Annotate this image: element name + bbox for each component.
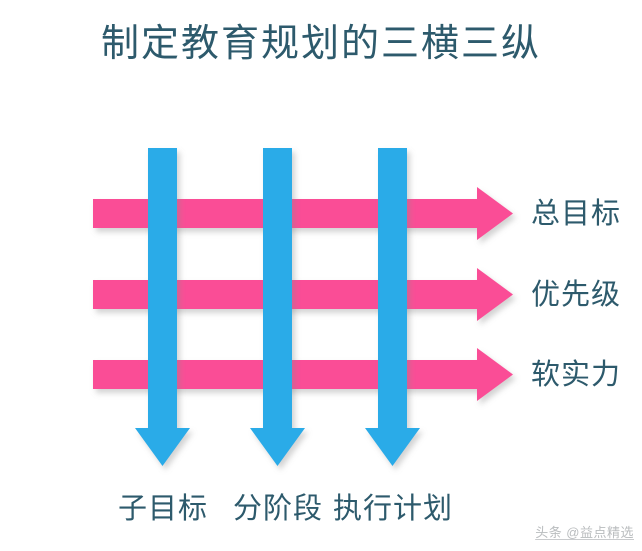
horizontal-arrow-row-0 [93, 187, 513, 240]
row-label-priority: 优先级 [531, 279, 622, 311]
horizontal-arrow-row-2 [93, 348, 513, 401]
vertical-arrow-col-0 [135, 148, 190, 466]
watermark: 头条 @益点精选 [535, 525, 634, 540]
column-label-phases: 分阶段 [232, 493, 323, 525]
row-label-soft-power: 软实力 [531, 359, 622, 391]
vertical-arrow-group [135, 148, 420, 466]
row-label-overall-goal: 总目标 [531, 198, 622, 230]
column-label-execution-plan: 执行计划 [332, 493, 453, 525]
page-title: 制定教育规划的三横三纵 [100, 23, 541, 65]
horizontal-arrow-group [93, 187, 513, 401]
vertical-arrow-col-2 [365, 148, 420, 466]
column-label-sub-goals: 子目标 [117, 493, 208, 525]
vertical-arrow-col-1 [250, 148, 305, 466]
horizontal-arrow-row-1 [93, 268, 513, 321]
